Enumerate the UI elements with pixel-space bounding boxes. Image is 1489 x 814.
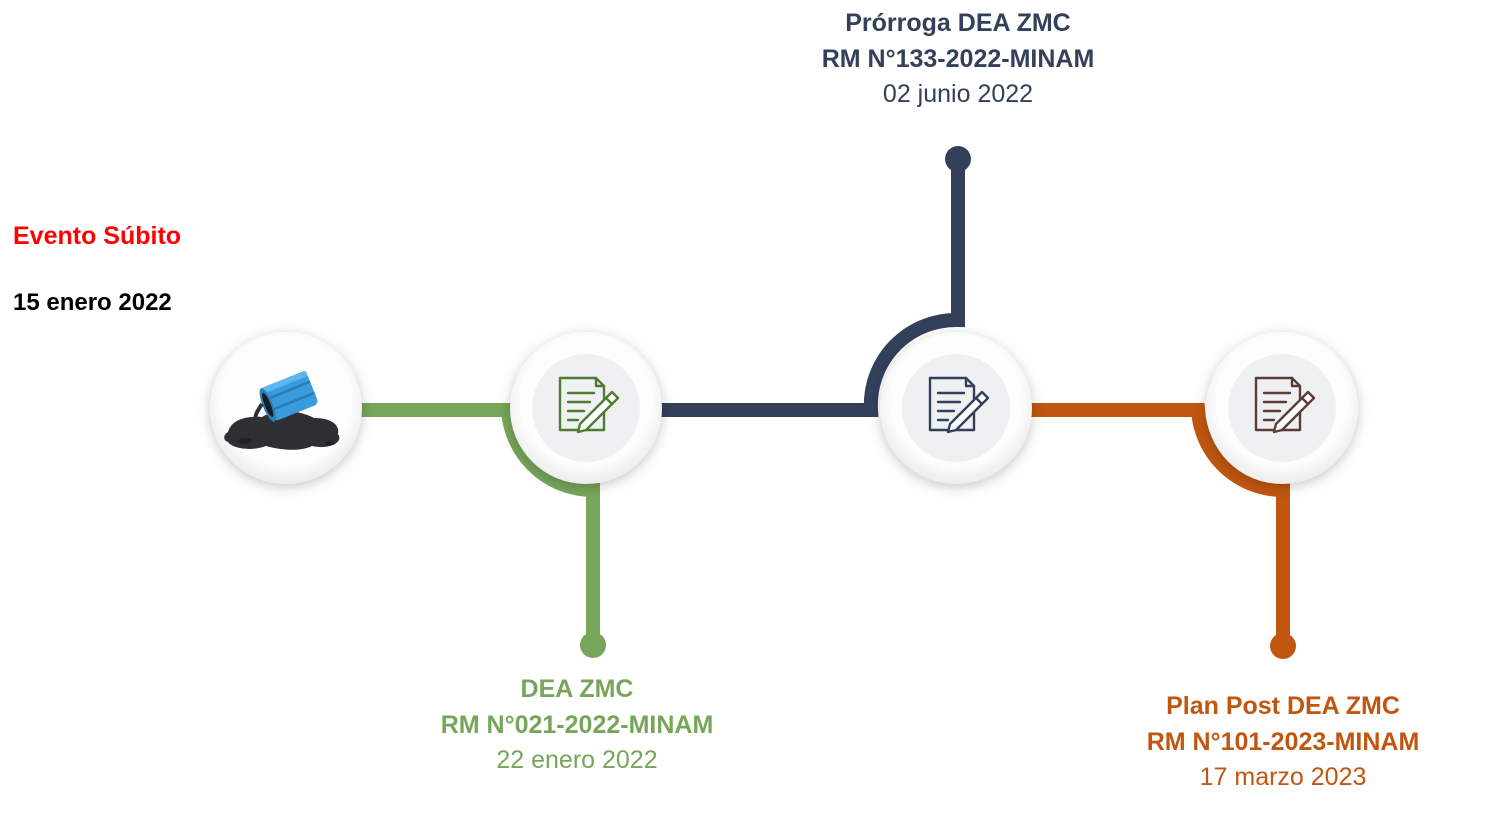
start-event-title: Evento Súbito	[13, 222, 182, 250]
milestone-node-1	[510, 332, 662, 484]
oil-barrel-spill-icon	[224, 370, 340, 450]
milestone-1-date: 22 enero 2022	[496, 746, 658, 774]
orange-connector	[1025, 403, 1290, 642]
milestone-2-label: Prórroga DEA ZMC RM N°133-2022-MINAM 02 …	[758, 6, 1158, 113]
milestone-node-2	[880, 332, 1032, 484]
milestone-3-resolution: RM N°101-2023-MINAM	[1146, 727, 1420, 756]
navy-connector	[655, 162, 965, 417]
milestone-1-label: DEA ZMC RM N°021-2022-MINAM 22 enero 202…	[377, 672, 777, 779]
milestone-node-3	[1206, 332, 1358, 484]
milestone-3-label: Plan Post DEA ZMC RM N°101-2023-MINAM 17…	[1083, 689, 1483, 796]
milestone-3-title: Plan Post DEA ZMC	[1166, 692, 1400, 720]
milestone-2-resolution: RM N°133-2022-MINAM	[821, 44, 1095, 73]
start-event-date: 15 enero 2022	[13, 289, 172, 316]
start-node	[210, 332, 362, 484]
green-connector	[360, 403, 600, 640]
navy-end-dot	[945, 146, 971, 172]
milestone-2-date: 02 junio 2022	[882, 80, 1034, 108]
milestone-2-title: Prórroga DEA ZMC	[845, 9, 1071, 37]
milestone-1-title: DEA ZMC	[520, 675, 634, 703]
connector-lines	[360, 162, 1290, 642]
milestone-3-date: 17 marzo 2023	[1199, 763, 1367, 791]
document-edit-icon	[1254, 376, 1316, 434]
orange-end-dot	[1270, 633, 1296, 659]
document-edit-icon	[928, 376, 990, 434]
green-end-dot	[580, 632, 606, 658]
milestone-1-resolution: RM N°021-2022-MINAM	[440, 710, 714, 739]
document-edit-icon	[558, 376, 620, 434]
